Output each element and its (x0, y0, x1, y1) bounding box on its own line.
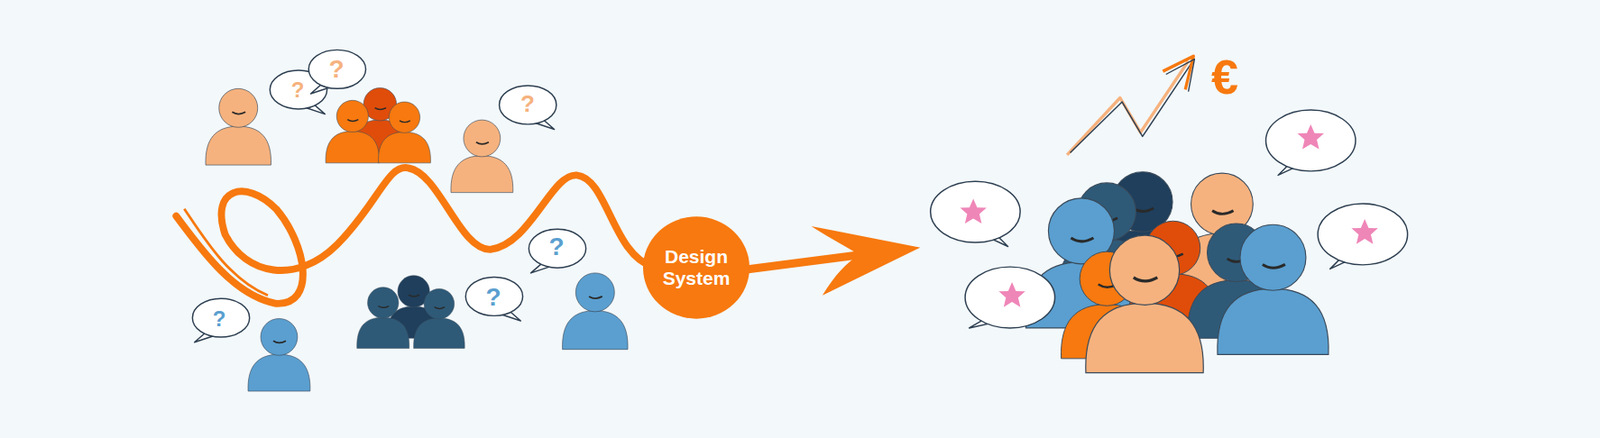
node-label: Design System (658, 246, 735, 290)
question-mark: ? (520, 91, 535, 116)
question-mark: ? (291, 79, 305, 102)
question-mark: ? (212, 308, 227, 331)
currency-sign: € (1211, 52, 1239, 102)
design-system-circle: Design System (643, 214, 750, 322)
question-mark: ? (328, 56, 344, 83)
question-mark: ? (485, 285, 501, 311)
question-mark: ? (548, 234, 564, 260)
